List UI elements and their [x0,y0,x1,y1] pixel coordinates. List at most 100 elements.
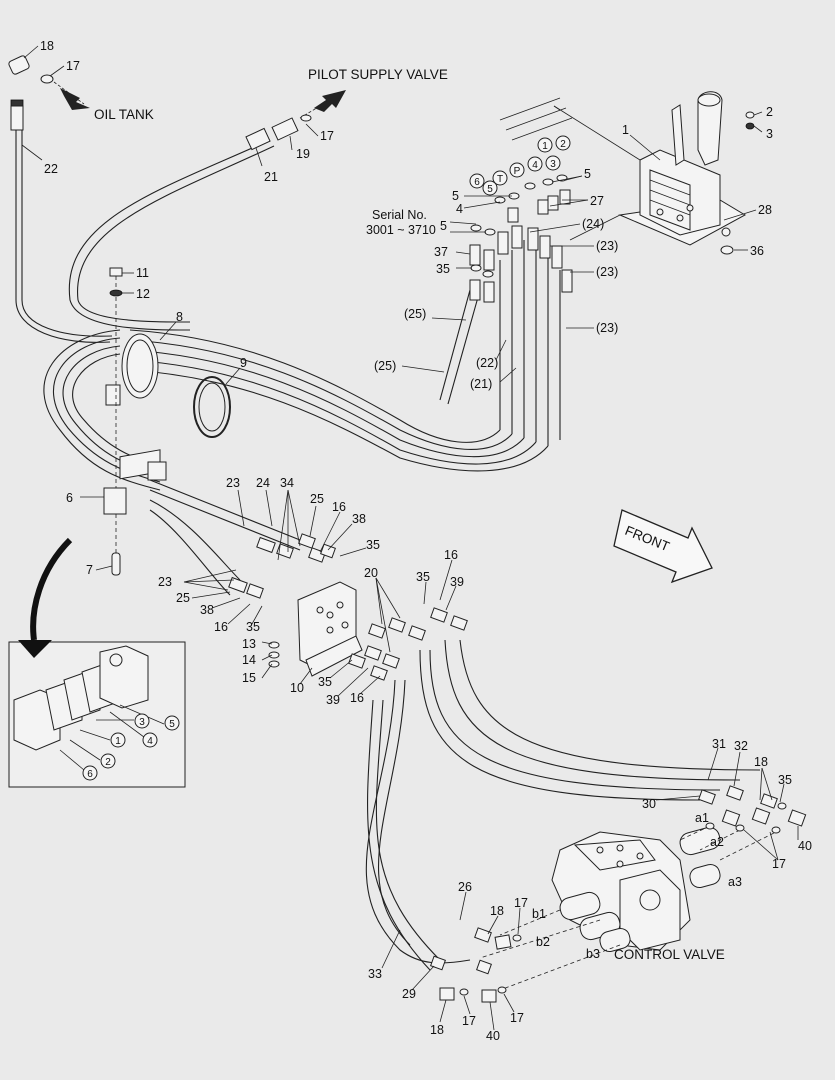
callout-4: 4 [456,202,463,216]
elbow-fitting-18-top [8,55,54,84]
callout-18: 18 [490,904,504,918]
callout-18: 18 [430,1023,444,1037]
callout-17: 17 [510,1011,524,1025]
port-a3: a3 [728,875,742,889]
inset-marker-1: 1 [115,736,121,747]
callout-16: 16 [444,548,458,562]
callout-29: 29 [402,987,416,1001]
callout-24: 24 [256,476,270,490]
port-marker-6: 6 [474,177,480,188]
callout-7: 7 [86,563,93,577]
pipe-clamp-8 [105,333,159,406]
control-valve [479,825,781,991]
callout-numbers: 18 17 22 17 19 21 11 12 8 9 1 2 3 28 36 … [40,39,812,1043]
oil-tank-label: OIL TANK [94,107,154,122]
port-labels: a1 a2 a3 b1 b2 b3 [532,811,742,961]
callout-35: 35 [366,538,380,552]
inset-marker-6: 6 [87,769,93,780]
callout-5: 5 [440,219,447,233]
port-marker-5: 5 [487,184,493,195]
callout-3: 3 [766,127,773,141]
callout-36: 36 [750,244,764,258]
callout-16: 16 [332,500,346,514]
callout-ref-21: (21) [470,377,492,391]
callout-31: 31 [712,737,726,751]
serial-no-range: 3001 ~ 3710 [366,223,436,237]
port-marker-p: P [514,166,521,177]
port-marker-4: 4 [532,160,538,171]
control-valve-label: CONTROL VALVE [614,947,725,962]
callout-30: 30 [642,797,656,811]
callout-21: 21 [264,170,278,184]
port-b3: b3 [586,947,600,961]
callout-37: 37 [434,245,448,259]
callout-ref-24: (24) [582,217,604,231]
callout-20: 20 [364,566,378,580]
pilot-joystick-valve [553,91,755,255]
manifold-bracket-10 [268,581,363,677]
callout-18: 18 [754,755,768,769]
circled-port-markers [82,135,571,781]
callout-ref-22: (22) [476,356,498,370]
callout-10: 10 [290,681,304,695]
callout-ref-25a: (25) [404,307,426,321]
hose-bundle [15,130,761,971]
port-a1: a1 [695,811,709,825]
callout-27: 27 [590,194,604,208]
callout-15: 15 [242,671,256,685]
port-marker-3: 3 [550,159,556,170]
callout-18: 18 [40,39,54,53]
callout-12: 12 [136,287,150,301]
callout-39: 39 [450,575,464,589]
callout-38: 38 [200,603,214,617]
clamp-block-6 [103,449,167,576]
callout-19: 19 [296,147,310,161]
front-arrow [613,509,713,584]
callout-35: 35 [436,262,450,276]
inset-marker-5: 5 [169,719,175,730]
port-b1: b1 [532,907,546,921]
callout-39: 39 [326,693,340,707]
callout-40: 40 [486,1029,500,1043]
callout-1: 1 [622,123,629,137]
callout-17: 17 [772,857,786,871]
inset-detail [8,537,186,788]
circled-port-labels: 2 1 3 4 5 6 T P 5 3 4 1 2 6 [87,139,566,780]
port-marker-2: 2 [560,139,566,150]
callout-25: 25 [176,591,190,605]
callout-32: 32 [734,739,748,753]
inset-marker-2: 2 [105,757,111,768]
callout-9: 9 [240,356,247,370]
callout-17: 17 [66,59,80,73]
callout-14: 14 [242,653,256,667]
port-b2: b2 [536,935,550,949]
hose-end-22 [10,99,24,131]
inset-marker-3: 3 [139,717,145,728]
callout-2: 2 [766,105,773,119]
callout-38: 38 [352,512,366,526]
callout-25: 25 [310,492,324,506]
callout-35: 35 [318,675,332,689]
callout-23: 23 [158,575,172,589]
pilot-supply-arrow [245,90,346,151]
callout-13: 13 [242,637,256,651]
manifold-fittings [228,533,468,681]
inset-marker-4: 4 [147,736,153,747]
callout-ref-23a: (23) [596,239,618,253]
port-marker-1: 1 [542,141,548,152]
oil-tank-arrow [53,81,90,110]
serial-no-title: Serial No. [372,208,427,222]
callout-17: 17 [462,1014,476,1028]
callout-22: 22 [44,162,58,176]
callout-23: 23 [226,476,240,490]
leader-lines [21,45,799,1031]
callout-17: 17 [320,129,334,143]
callout-8: 8 [176,310,183,324]
callout-5: 5 [584,167,591,181]
callout-33: 33 [368,967,382,981]
pipe-clamp-9 [193,376,231,438]
title-labels: OIL TANK PILOT SUPPLY VALVE Serial No. 3… [94,67,725,962]
callout-17: 17 [514,896,528,910]
